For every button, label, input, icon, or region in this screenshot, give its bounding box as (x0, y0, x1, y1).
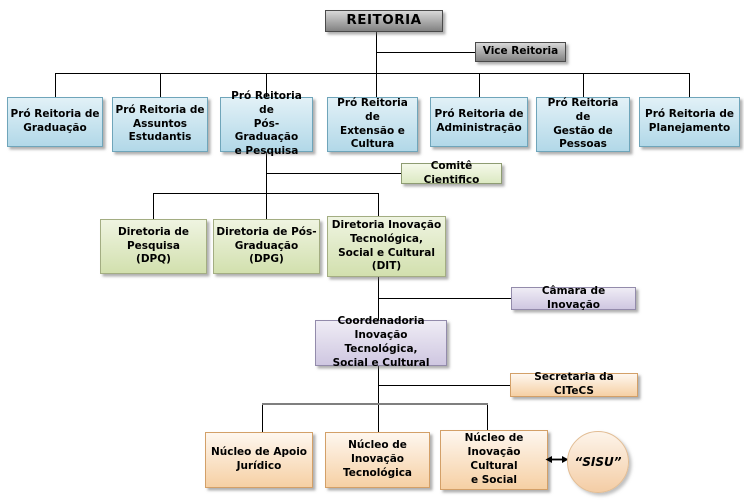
sisu-circle: “SISU” (567, 431, 629, 493)
connector (55, 73, 690, 74)
double-arrow-icon (545, 456, 569, 463)
diretoria-pesquisa-box: Diretoria de Pesquisa (DPQ) (100, 219, 207, 274)
pro-reitoria-graduacao-label: Pró Reitoria de Graduação (10, 108, 100, 134)
diretoria-pos-graduacao-box: Diretoria de Pós- Graduação (DPG) (213, 219, 320, 274)
connector (689, 73, 690, 97)
connector (262, 403, 488, 405)
vice-reitoria-label: Vice Reitoria (482, 45, 559, 58)
pro-reitoria-planejamento-label: Pró Reitoria de Planejamento (645, 108, 734, 134)
pro-reitoria-graduacao-box: Pró Reitoria de Graduação (7, 97, 103, 147)
nucleo-inovacao-tecnologica-box: Núcleo de Inovação Tecnológica (325, 432, 430, 488)
connector (55, 73, 56, 97)
connector (479, 73, 480, 97)
vice-reitoria-box: Vice Reitoria (475, 42, 566, 62)
secretaria-citecs-label: Secretaria da CITeCS (534, 371, 614, 397)
pro-reitoria-administracao-label: Pró Reitoria de Administração (434, 108, 524, 134)
connector (160, 73, 161, 97)
nucleo-inovacao-cultural-box: Núcleo de Inovação Cultural e Social (440, 430, 548, 490)
connector (378, 298, 511, 299)
pro-reitoria-pos-graduacao-box: Pró Reitoria de Pós-Graduação e Pesquisa (220, 90, 313, 157)
connector (487, 405, 488, 430)
diretoria-pesquisa-label: Diretoria de Pesquisa (DPQ) (117, 225, 189, 266)
connector (376, 31, 377, 97)
connector (262, 405, 263, 432)
connector (266, 193, 267, 219)
connector (583, 73, 584, 97)
comite-cientifico-box: Comitê Cientifico (401, 160, 502, 186)
pro-reitoria-planejamento-box: Pró Reitoria de Planejamento (639, 97, 740, 147)
pro-reitoria-administracao-box: Pró Reitoria de Administração (430, 97, 528, 147)
pro-reitoria-pos-graduacao-label: Pró Reitoria de Pós-Graduação e Pesquisa (231, 89, 302, 158)
connector (153, 193, 154, 219)
camara-inovacao-box: Câmara de Inovação (511, 285, 636, 311)
reitoria-box: REITORIA (325, 10, 443, 32)
nucleo-apoio-juridico-label: Núcleo de Apoio Jurídico (210, 446, 308, 472)
connector (378, 405, 379, 432)
coordenadoria-label: Coordenadoria Inovação Tecnológica, Soci… (332, 315, 430, 369)
sisu-label: “SISU” (574, 455, 622, 469)
nucleo-inovacao-cultural-label: Núcleo de Inovação Cultural e Social (464, 432, 524, 486)
secretaria-citecs-box: Secretaria da CITeCS (510, 371, 638, 397)
camara-inovacao-label: Câmara de Inovação (541, 284, 606, 311)
connector (378, 193, 379, 216)
diretoria-inovacao-box: Diretoria Inovação Tecnológica, Social e… (327, 216, 446, 277)
diretoria-inovacao-label: Diretoria Inovação Tecnológica, Social e… (331, 218, 442, 273)
connector (266, 73, 267, 97)
connector (266, 173, 401, 174)
pro-reitoria-extensao-cultura-label: Pró Reitoria de Extensão e Cultura (337, 96, 408, 151)
pro-reitoria-extensao-cultura-box: Pró Reitoria de Extensão e Cultura (327, 97, 418, 152)
comite-cientifico-label: Comitê Cientifico (423, 159, 480, 186)
reitoria-label: REITORIA (346, 12, 422, 29)
pro-reitoria-assuntos-estudantis-box: Pró Reitoria de Assuntos Estudantis (112, 97, 208, 152)
pro-reitoria-gestao-pessoas-box: Pró Reitoria de Gestão de Pessoas (536, 97, 630, 152)
nucleo-apoio-juridico-box: Núcleo de Apoio Jurídico (205, 432, 313, 488)
connector (266, 152, 267, 193)
nucleo-inovacao-tecnologica-label: Núcleo de Inovação Tecnológica (342, 439, 413, 479)
connector (378, 385, 510, 386)
connector (376, 52, 475, 53)
diretoria-pos-graduacao-label: Diretoria de Pós- Graduação (DPG) (216, 225, 317, 266)
pro-reitoria-assuntos-estudantis-label: Pró Reitoria de Assuntos Estudantis (115, 103, 205, 144)
coordenadoria-box: Coordenadoria Inovação Tecnológica, Soci… (315, 315, 447, 369)
connector (153, 193, 378, 194)
pro-reitoria-gestao-pessoas-label: Pró Reitoria de Gestão de Pessoas (547, 96, 619, 151)
